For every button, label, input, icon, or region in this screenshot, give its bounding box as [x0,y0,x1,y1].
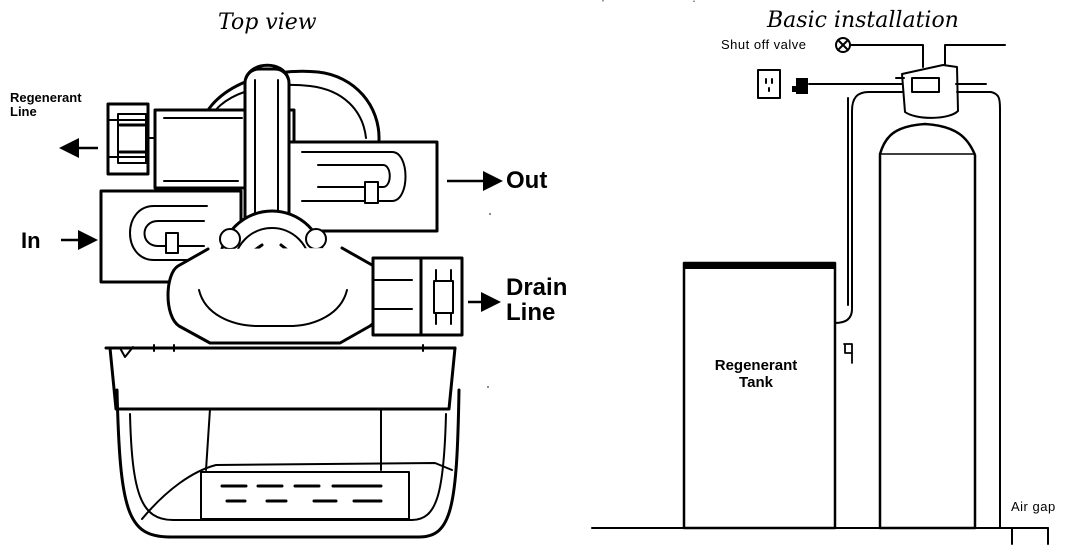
in-label: In [21,228,41,253]
basic-installation-diagram [591,37,1049,545]
valve-top-view [99,63,464,539]
basic-installation-title: Basic installation [767,8,959,33]
air-gap-label: Air gap [1011,499,1056,514]
valve-flow-arrows [59,138,503,312]
top-view-title: Top view [218,10,317,35]
out-label: Out [506,167,548,194]
scan-specks [487,0,695,388]
shut-off-valve-label: Shut off valve [721,37,807,52]
drain-line-label: Drain Line [506,274,568,327]
regenerant-tank-label: Regenerant Tank [714,357,798,392]
regenerant-line-label: Regenerant Line [10,90,82,119]
